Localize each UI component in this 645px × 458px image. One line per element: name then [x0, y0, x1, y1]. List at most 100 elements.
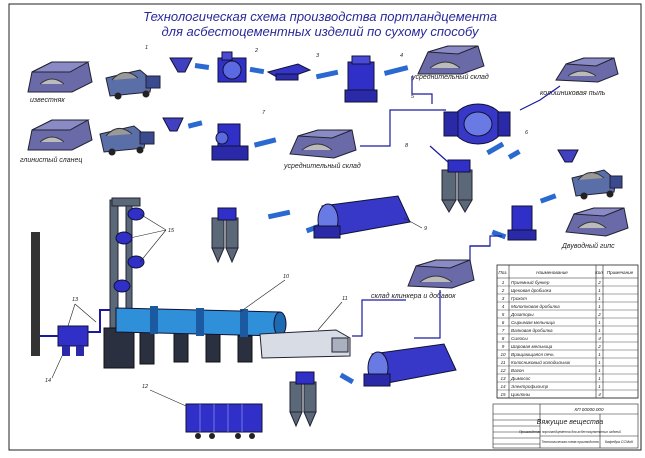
legend-cell: 4 — [502, 304, 505, 309]
legend-cell: 1 — [598, 296, 601, 301]
legend-cell: 1 — [502, 280, 505, 285]
pos-10-leader — [239, 279, 286, 313]
flow-line-5 — [470, 235, 502, 247]
conveyor-7 — [486, 141, 505, 156]
legend-cell: 2 — [597, 280, 601, 285]
drawing-frame — [8, 3, 642, 451]
pos-12: 12 — [142, 384, 148, 390]
kiln-feed-silos — [211, 207, 239, 264]
pos-15-leaders — [129, 213, 167, 263]
hammer-crusher-4 — [344, 55, 378, 103]
ball-mill-lower — [363, 343, 457, 387]
pos-1: 1 — [145, 45, 148, 51]
legend-cell: 4 — [598, 392, 601, 397]
legend-header-cell: Примечание — [607, 270, 634, 275]
legend-cell: 7 — [502, 328, 505, 333]
pos-14: 14 — [45, 378, 51, 384]
legend-cell: Вращающаяся печь — [511, 352, 554, 357]
legend-cell: Шаровая мельница — [511, 344, 553, 349]
pos-5: 5 — [411, 94, 415, 100]
flow-line-8 — [414, 290, 441, 339]
stamp-sheet: Технологическая схема производства — [541, 440, 598, 444]
legend-cell: 1 — [598, 304, 601, 309]
pos-8: 8 — [405, 143, 409, 149]
legend-cell: 3 — [502, 296, 505, 301]
legend-cell: Сырьевая мельница — [511, 320, 555, 325]
flow-line-1 — [411, 76, 433, 104]
title-line-2: для асбестоцементных изделий по сухому с… — [161, 24, 480, 39]
pos-11: 11 — [342, 296, 348, 302]
conveyor-3 — [315, 69, 339, 80]
electrofilter-14 — [57, 325, 89, 356]
pos-9: 9 — [424, 226, 427, 232]
duct-2 — [88, 309, 110, 333]
shed-homog-2 — [289, 129, 357, 159]
truck-3 — [571, 169, 623, 200]
shed-limestone — [27, 61, 93, 93]
kiln-supports — [103, 327, 253, 369]
pos-13: 13 — [72, 297, 79, 303]
legend-cell: Вагон — [511, 368, 524, 373]
raw-silos-8 — [441, 159, 473, 213]
legend-cell: 15 — [500, 392, 506, 397]
legend-cell: Молотковая дробилка — [511, 304, 560, 309]
conveyor-2 — [249, 66, 265, 75]
pos-9-leader — [403, 217, 423, 229]
stamp-title: Вяжущие вещества — [537, 419, 603, 426]
label-limestone: известняк — [30, 97, 65, 104]
conveyor-10 — [491, 229, 507, 240]
stamp-subtitle: Производство портландцемента для асбесто… — [519, 430, 621, 434]
label-homog-store-1: усреднительный склад — [411, 73, 489, 81]
pos-13-leaders — [67, 303, 97, 327]
clinker-cooler-11 — [259, 329, 351, 359]
stamp-code: КП 00000.000 — [574, 407, 603, 412]
legend-cell: Дымосос — [510, 376, 531, 381]
pos-12-leader — [149, 389, 187, 407]
conveyor-4 — [383, 65, 409, 76]
conveyor-11 — [267, 209, 291, 220]
legend-header-cell: Наименование — [536, 270, 568, 275]
screen-3 — [266, 63, 312, 81]
legend-table — [496, 264, 639, 399]
legend-cell: 10 — [500, 352, 506, 357]
conveyor-9 — [539, 193, 557, 204]
raw-mill-6 — [443, 103, 511, 145]
conveyor-8 — [507, 149, 521, 160]
pos-15: 15 — [168, 228, 175, 234]
legend-cell: Грохот — [511, 296, 527, 301]
label-gypsum: Двуводный гипс — [561, 242, 615, 250]
legend-cell: Щековая дробилка — [511, 288, 552, 293]
label-homog-store-2: усреднительный склад — [283, 162, 361, 170]
label-flux: колошниковая пыль — [540, 90, 606, 97]
shed-gypsum — [565, 207, 629, 237]
legend-cell: Приемный бункер — [511, 279, 550, 285]
legend-cell: 4 — [598, 336, 601, 341]
label-shale: глинистый сланец — [20, 156, 82, 164]
pos-3: 3 — [316, 53, 320, 59]
conveyor-6 — [253, 137, 277, 148]
legend-cell: 1 — [598, 352, 601, 357]
pos-7: 7 — [262, 110, 266, 116]
legend-cell: Силосы — [511, 336, 528, 341]
flow-line-6 — [469, 245, 490, 262]
jaw-crusher-2 — [217, 51, 247, 83]
pos-10: 10 — [283, 274, 290, 280]
pos-11-leader — [317, 301, 343, 331]
legend-cell: 6 — [502, 320, 505, 325]
legend-header-cell: Поз. — [498, 270, 507, 275]
flow-line-3 — [519, 85, 561, 111]
truck-1 — [105, 69, 161, 100]
flow-line-7 — [352, 299, 406, 337]
conveyor-1 — [194, 63, 210, 70]
legend-header-cell: Кол. — [595, 270, 604, 275]
legend-cell: 2 — [597, 344, 601, 349]
pos-2: 2 — [254, 48, 258, 54]
pos-14-leader — [51, 355, 63, 379]
shed-flux — [555, 57, 619, 83]
legend-cell: 2 — [501, 288, 505, 293]
conveyor-13 — [339, 372, 355, 385]
label-clinker-store: склад клинкера и добавок — [371, 292, 456, 300]
legend-cell: 13 — [500, 376, 506, 381]
legend-cell: 11 — [501, 360, 506, 365]
cement-silos — [289, 371, 317, 428]
